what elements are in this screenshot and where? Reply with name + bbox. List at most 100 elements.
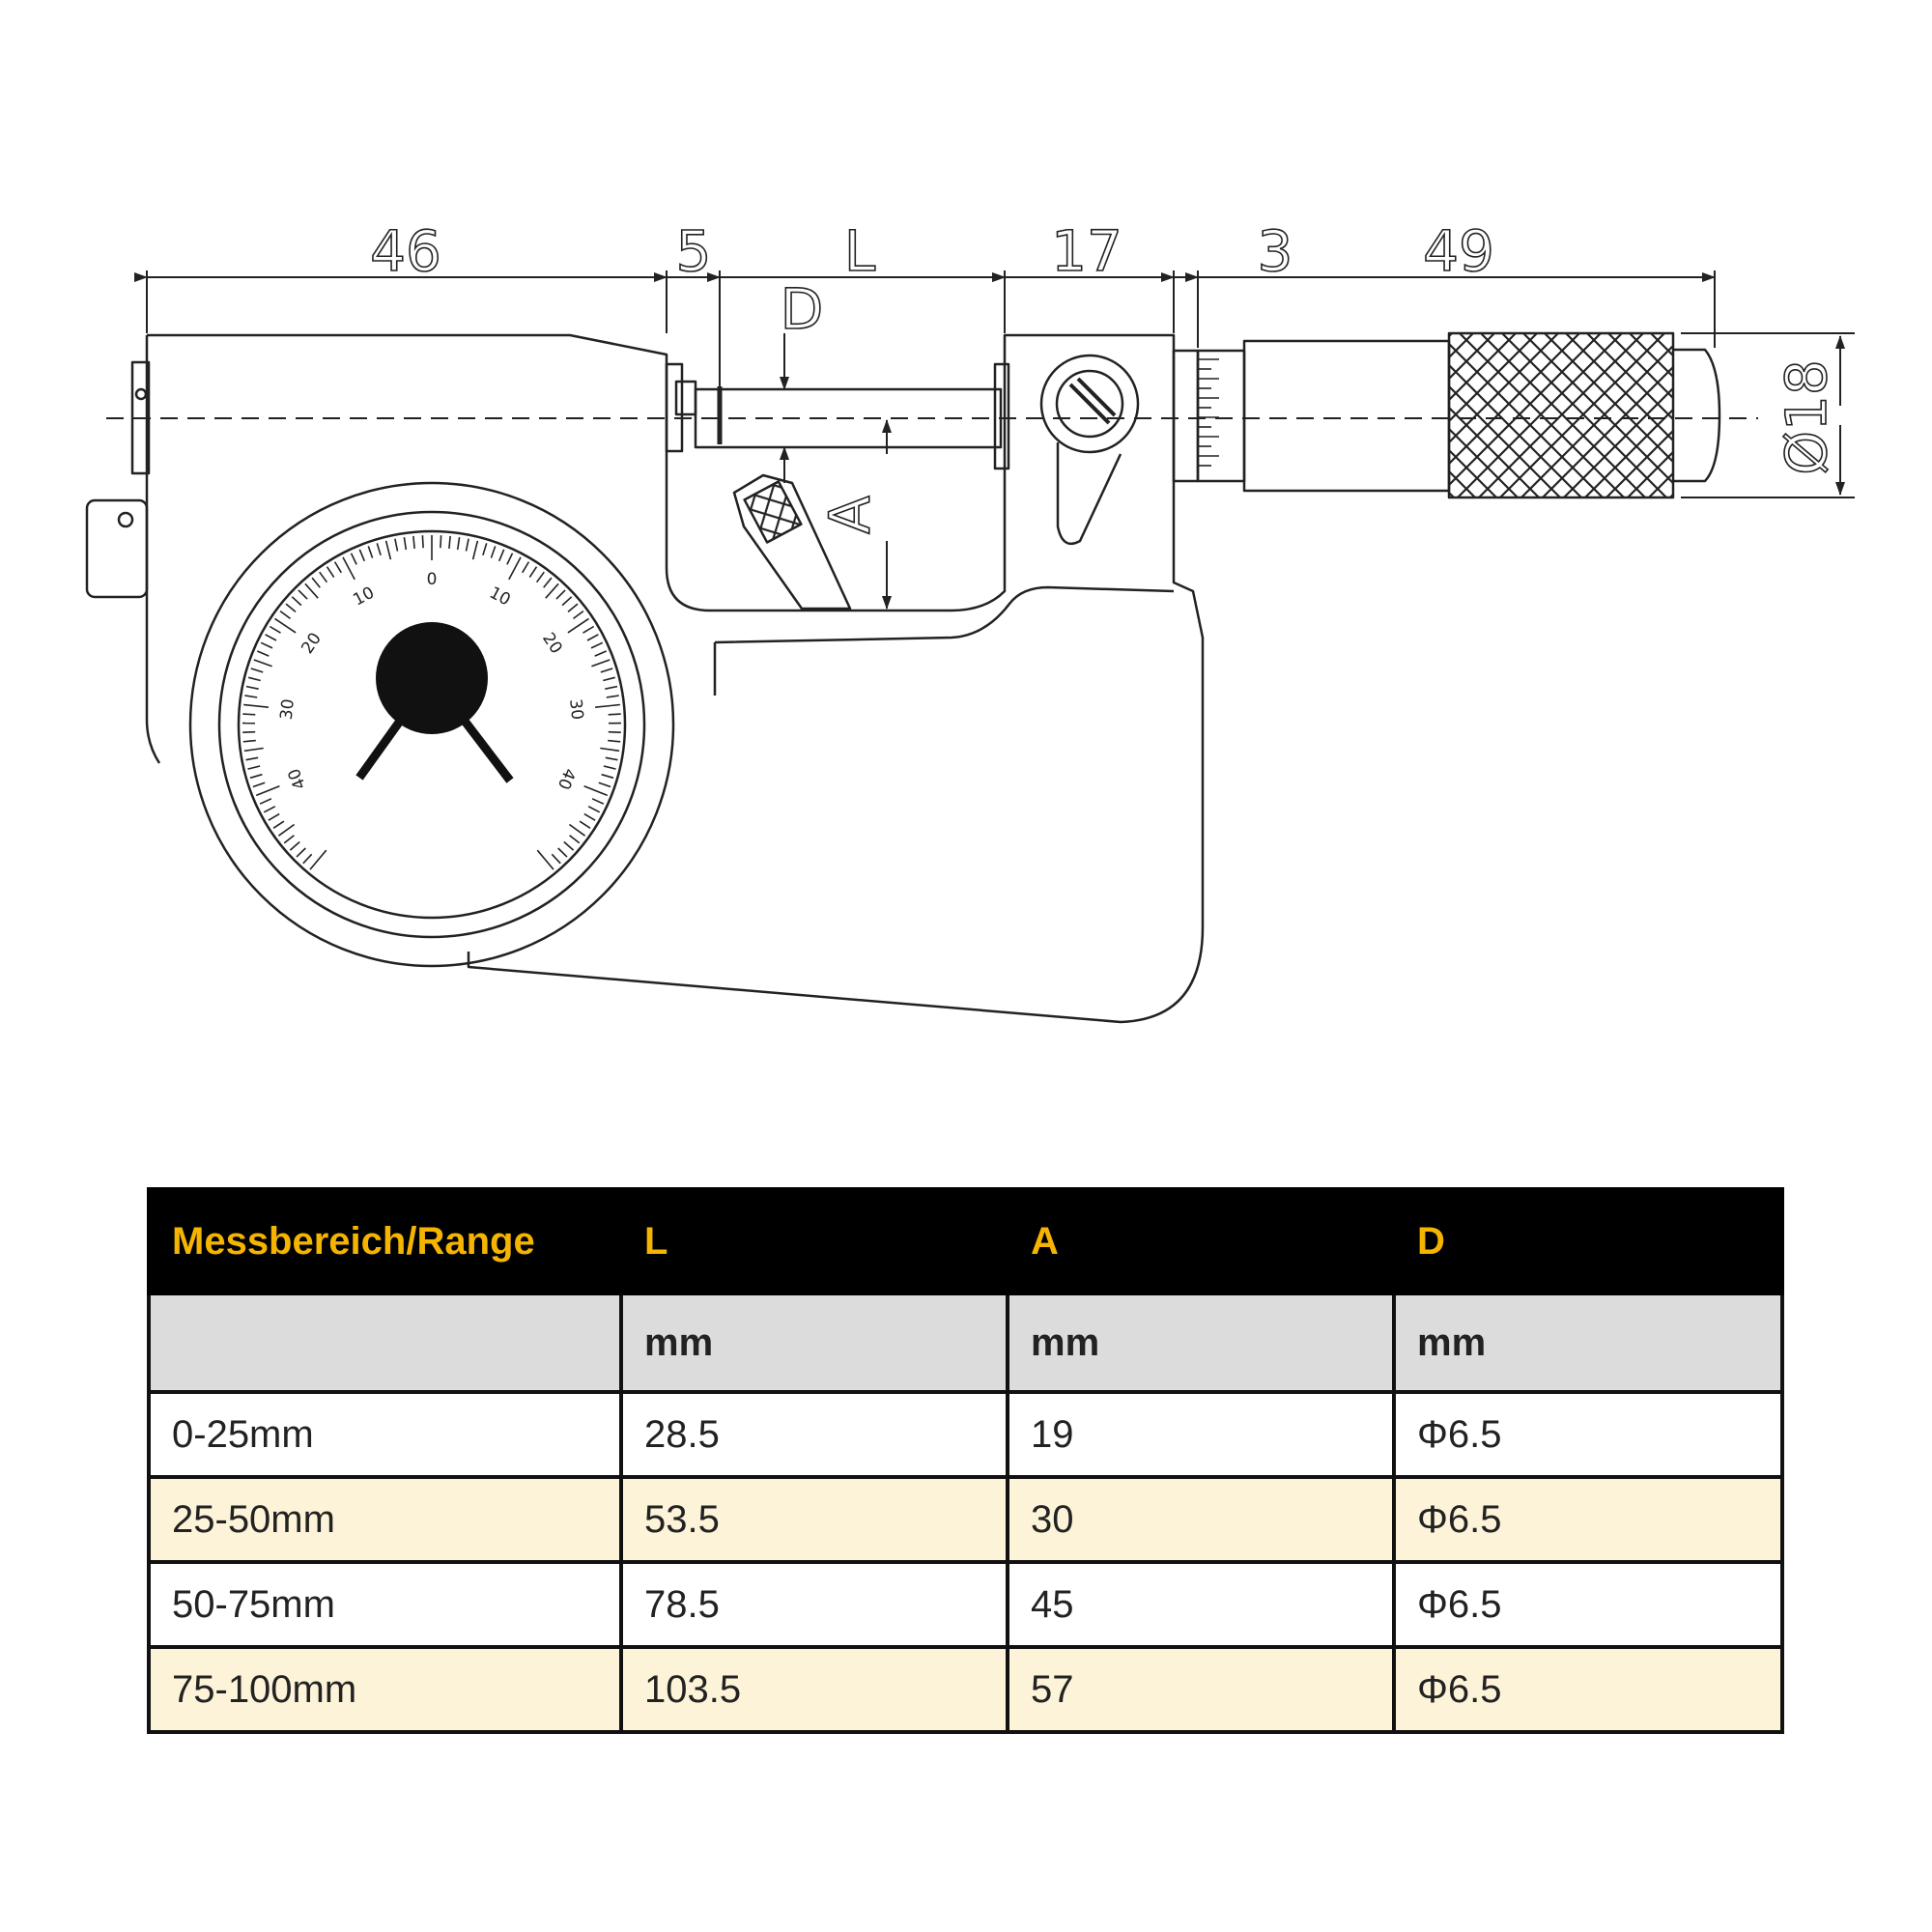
dial-tick [582,625,595,634]
dial-tick [350,553,357,565]
dial-tick [508,556,522,581]
dial-tick [606,695,619,698]
dial-tick [319,571,328,583]
dial-tick [567,617,589,634]
dial-tick [603,765,616,770]
dial-label: 20 [538,630,566,658]
unit-A: mm [1006,1292,1396,1394]
table-row: 75-100mm 103.5 57 Φ6.5 [147,1645,1784,1734]
dial-tick [384,540,392,560]
cell-A: 30 [1006,1475,1396,1564]
dial-tick [598,781,611,788]
dial-tick [403,536,408,551]
dial-tick [563,840,575,851]
dim-A: A [817,496,883,534]
dial-tick [522,561,530,574]
dial-tick [603,676,615,682]
cell-D: Φ6.5 [1392,1390,1784,1479]
dial-tick [283,835,295,844]
dial-tick [242,730,256,733]
header-range: Messbereich/Range [147,1187,623,1295]
table-header-row: Messbereich/Range L A D [147,1187,1784,1295]
dial-tick [311,577,321,588]
cell-L: 53.5 [619,1475,1009,1564]
dial-tick [600,747,620,753]
dial-tick [465,538,469,552]
dial-tick [590,641,604,649]
dial-tick [545,582,559,599]
dial-tick [245,756,259,761]
dial-tick [583,812,596,821]
dial-tick [421,535,424,549]
dial-tick [601,773,614,780]
spec-table: Messbereich/Range L A D mm mm mm 0-25mm … [147,1187,1784,1734]
dial-tick [471,540,479,560]
dial-tick [252,781,266,788]
table-units-row: mm mm mm [147,1292,1784,1394]
unit-L: mm [619,1292,1009,1394]
dial-tick [263,806,276,813]
dial-tick [247,765,261,770]
dial-pointer-right [460,717,514,783]
dial-tick [456,536,461,551]
dial-tick [555,589,566,600]
cell-A: 19 [1006,1390,1396,1479]
dial-tick [298,589,308,600]
dial-tick [573,610,584,620]
dial-tick [605,756,618,761]
cell-D: Φ6.5 [1392,1475,1784,1564]
dial-tick [579,820,591,829]
dial-tick [342,556,355,581]
dial-tick [536,849,554,870]
dial-label: 40 [554,765,580,792]
cell-L: 103.5 [619,1645,1009,1734]
dial-label: 10 [486,583,513,611]
dial-tick [277,823,296,837]
cell-D: Φ6.5 [1392,1645,1784,1734]
dial-tick [304,582,319,599]
dial-label: 40 [285,765,311,792]
dial-tick [569,835,581,844]
dial-tick [482,543,488,556]
dim-diameter: Ø18 [1774,359,1839,474]
dim-49: 49 [1423,218,1494,284]
dial-tick [535,571,545,583]
table-row: 50-75mm 78.5 45 Φ6.5 [147,1560,1784,1649]
dial-label: 30 [277,697,298,721]
dim-17: 17 [1051,218,1122,284]
dial-tick [279,610,291,620]
dial-tick [260,641,273,649]
dial-tick [309,849,327,870]
dial-tick [587,806,601,813]
dial-ticks [242,535,622,870]
dial-tick [506,553,514,565]
dial-tick [440,535,442,549]
dial-tick [289,840,300,851]
cell-range: 0-25mm [147,1390,623,1479]
dial-tick [394,538,399,552]
cell-A: 57 [1006,1645,1396,1734]
header-D: D [1392,1187,1784,1295]
dial-tick [412,535,415,549]
dial-tick [242,739,256,743]
header-L: L [619,1187,1009,1295]
cell-L: 78.5 [619,1560,1009,1649]
unit-D: mm [1392,1292,1784,1394]
dial-tick [490,546,497,558]
dial-tick [296,847,306,858]
dial-tick [291,596,302,607]
dial-tick [333,561,342,574]
dial-tick [448,535,451,549]
dial-hub [376,622,488,734]
dial-tick [249,773,263,780]
dim-5: 5 [676,218,712,284]
dial-label: 0 [427,570,438,589]
cell-L: 28.5 [619,1390,1009,1479]
dial-pointer-left [355,717,405,781]
dial-tick [561,596,573,607]
dim-D: D [781,276,824,342]
dial-tick [608,730,621,733]
dial-tick [265,634,277,641]
dial-tick [253,659,272,668]
